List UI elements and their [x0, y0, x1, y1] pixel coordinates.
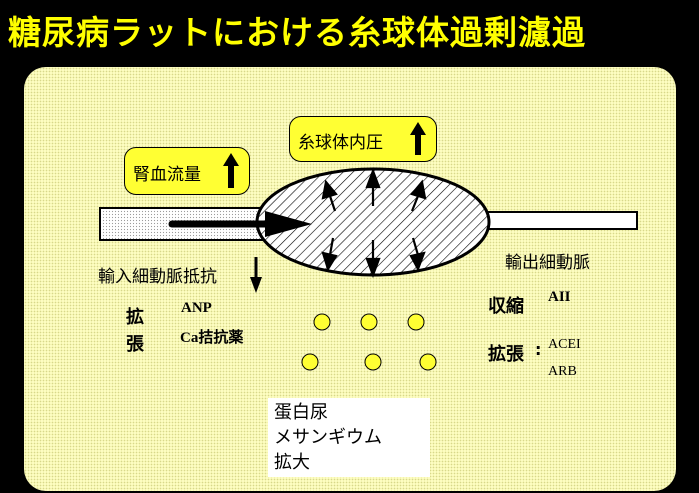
renal-blood-flow-bubble: 腎血流量	[124, 147, 250, 195]
afferent-resistance-label: 輸入細動脈抵抗	[98, 267, 217, 287]
slide-title: 糖尿病ラットにおける糸球体過剰濾過	[8, 13, 586, 52]
renal-blood-flow-label: 腎血流量	[133, 165, 201, 185]
anp-label: ANP	[181, 300, 212, 316]
angiotensin-label: AII	[548, 289, 571, 305]
dilation-label-left-bottom: 張	[126, 334, 144, 355]
glomerular-pressure-bubble: 糸球体内圧	[289, 116, 437, 162]
flow-arrow	[168, 211, 312, 237]
efferent-arteriole	[481, 211, 638, 230]
resistance-down-arrow	[250, 257, 262, 293]
ca-blocker-label: Ca拮抗薬	[180, 330, 244, 346]
up-arrow-icon	[410, 122, 426, 155]
outcomes-box: 蛋白尿 メサンギウム 拡大	[268, 398, 430, 477]
acei-label: ACEI	[548, 337, 581, 352]
glomerular-pressure-label: 糸球体内圧	[298, 133, 383, 153]
outcome-expansion: 拡大	[274, 452, 310, 473]
contraction-label: 収縮	[488, 296, 524, 317]
yellow-dots	[301, 313, 437, 371]
dilation-colon: :	[535, 340, 542, 359]
outcome-proteinuria: 蛋白尿	[274, 402, 328, 423]
dilation-label-right: 拡張	[488, 344, 524, 365]
up-arrow-icon	[223, 153, 239, 188]
dilation-label-left-top: 拡	[126, 307, 144, 328]
outcome-mesangium: メサンギウム	[274, 427, 382, 448]
pressure-arrows	[321, 167, 427, 279]
efferent-arteriole-label: 輸出細動脈	[505, 253, 590, 273]
arb-label: ARB	[548, 364, 577, 379]
